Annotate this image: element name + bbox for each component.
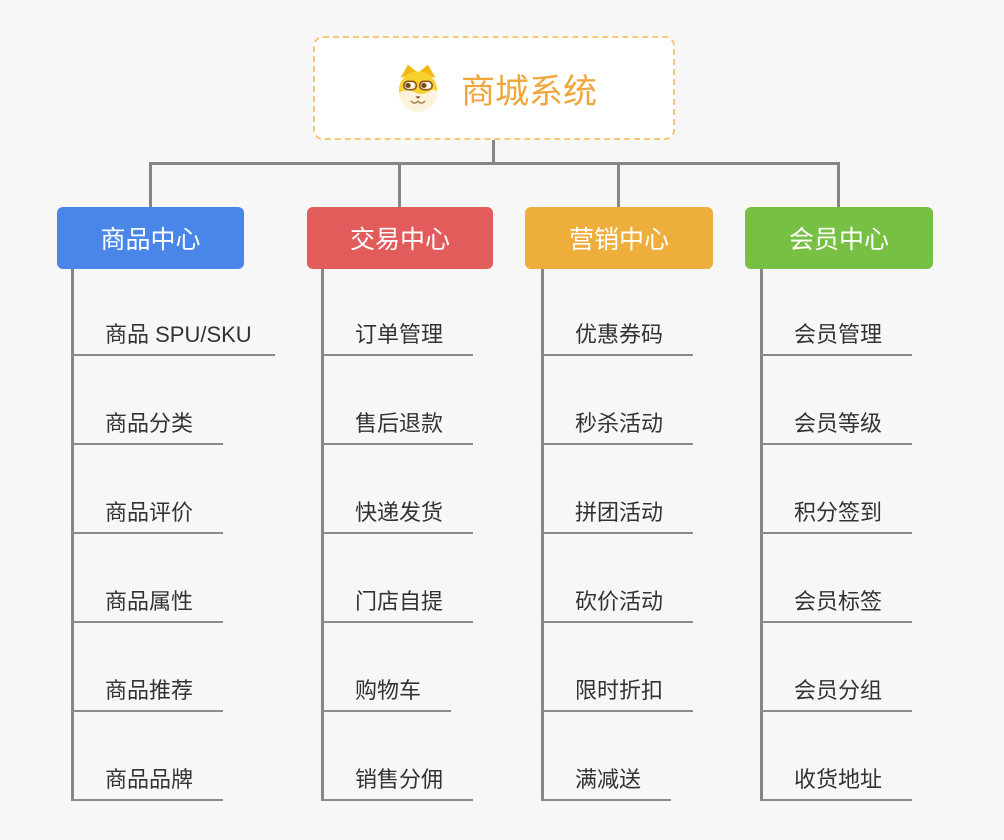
trunk-line	[541, 269, 544, 801]
branch-member-center[interactable]: 会员中心	[745, 207, 933, 269]
branch-marketing-center[interactable]: 营销中心	[525, 207, 713, 269]
leaf-topic[interactable]: 限时折扣	[541, 672, 693, 712]
leaf-topic[interactable]: 商品 SPU/SKU	[71, 316, 275, 356]
leaf-topic[interactable]: 售后退款	[321, 405, 473, 445]
root-topic[interactable]: 商城系统	[313, 36, 675, 140]
connector-root-vertical	[492, 140, 495, 164]
leaf-topic[interactable]: 购物车	[321, 672, 451, 712]
leaf-topic[interactable]: 会员管理	[760, 316, 912, 356]
branch-product-center[interactable]: 商品中心	[57, 207, 244, 269]
leaf-topic[interactable]: 商品推荐	[71, 672, 223, 712]
leaf-topic[interactable]: 满减送	[541, 761, 671, 801]
root-title: 商城系统	[461, 72, 597, 111]
connector-horizontal-bus	[149, 162, 840, 165]
leaf-topic[interactable]: 商品属性	[71, 583, 223, 623]
connector-drop-marketing	[617, 162, 620, 208]
leaf-topic[interactable]: 拼团活动	[541, 494, 693, 534]
leaf-topic[interactable]: 门店自提	[321, 583, 473, 623]
leaf-topic[interactable]: 会员标签	[760, 583, 912, 623]
leaf-topic[interactable]: 会员等级	[760, 405, 912, 445]
leaf-topic[interactable]: 砍价活动	[541, 583, 693, 623]
leaf-topic[interactable]: 优惠券码	[541, 316, 693, 356]
leaf-topic[interactable]: 销售分佣	[321, 761, 473, 801]
leaf-topic[interactable]: 秒杀活动	[541, 405, 693, 445]
leaf-topic[interactable]: 收货地址	[760, 761, 912, 801]
doge-icon	[391, 63, 445, 113]
trunk-line	[71, 269, 74, 801]
connector-drop-members	[837, 162, 840, 208]
leaf-topic[interactable]: 积分签到	[760, 494, 912, 534]
leaf-topic[interactable]: 商品分类	[71, 405, 223, 445]
leaf-topic[interactable]: 快递发货	[321, 494, 473, 534]
leaf-topic[interactable]: 商品评价	[71, 494, 223, 534]
leaf-topic[interactable]: 订单管理	[321, 316, 473, 356]
trunk-line	[760, 269, 763, 801]
branch-trade-center[interactable]: 交易中心	[307, 207, 493, 269]
leaf-topic[interactable]: 会员分组	[760, 672, 912, 712]
leaf-topic[interactable]: 商品品牌	[71, 761, 223, 801]
connector-drop-products	[149, 162, 152, 208]
trunk-line	[321, 269, 324, 801]
connector-drop-trade	[398, 162, 401, 208]
